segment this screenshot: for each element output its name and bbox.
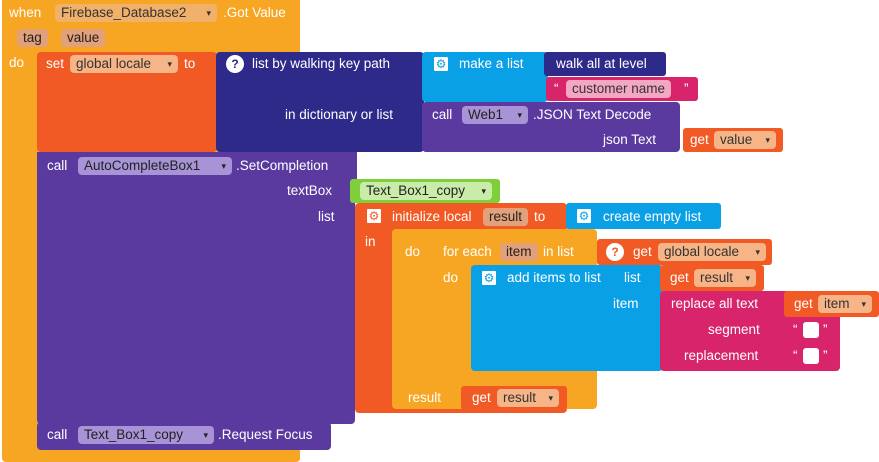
textbox-component-dropdown[interactable]: Text_Box1_copy ▾	[360, 182, 492, 200]
when-label: when	[9, 5, 42, 20]
list-label: list	[318, 209, 335, 224]
chevron-down-icon: ▾	[203, 430, 208, 440]
get-label: get	[633, 244, 652, 259]
for-each-item-param[interactable]: item	[500, 243, 538, 261]
in-list-label: in list	[543, 244, 574, 259]
quote-open-icon: “	[554, 81, 559, 96]
chevron-down-icon: ▾	[481, 186, 486, 196]
get-label: get	[670, 270, 689, 285]
set-completion-method: .SetCompletion	[236, 158, 329, 173]
event-name-label: .Got Value	[223, 5, 286, 20]
request-focus-method: .Request Focus	[218, 427, 313, 442]
quote-close-icon: ”	[823, 348, 828, 363]
quote-close-icon: ”	[823, 322, 828, 337]
help-icon[interactable]: ?	[606, 243, 624, 261]
get-value-dropdown[interactable]: value ▾	[714, 131, 776, 149]
walk-all-label: walk all at level	[556, 56, 647, 71]
chevron-down-icon: ▾	[517, 110, 522, 120]
add-items-list-label: list	[624, 270, 641, 285]
make-list-label: make a list	[459, 56, 524, 71]
init-to-label: to	[534, 209, 546, 224]
web-component-dropdown[interactable]: Web1 ▾	[462, 106, 528, 124]
get-label: get	[794, 296, 813, 311]
json-decode-method: .JSON Text Decode	[533, 107, 652, 122]
event-component-label: Firebase_Database2	[61, 5, 187, 20]
quote-close-icon: ”	[684, 81, 689, 96]
json-text-label: json Text	[603, 132, 657, 147]
call-label: call	[47, 427, 68, 442]
add-items-label: add items to list	[507, 270, 601, 285]
init-local-label: initialize local	[392, 209, 472, 224]
walk-key-path-label: list by walking key path	[252, 56, 391, 71]
chevron-down-icon: ▾	[221, 161, 226, 171]
web-component-name: Web1	[468, 107, 504, 122]
gear-icon[interactable]	[480, 269, 498, 287]
to-label: to	[184, 56, 196, 71]
event-component-dropdown[interactable]: Firebase_Database2 ▾	[55, 4, 217, 22]
get-result-return-name: result	[503, 390, 537, 405]
get-result-return-dropdown[interactable]: result ▾	[497, 389, 559, 407]
request-focus-component-name: Text_Box1_copy	[84, 427, 184, 442]
request-focus-component-dropdown[interactable]: Text_Box1_copy ▾	[78, 426, 214, 444]
chevron-down-icon: ▾	[745, 273, 750, 283]
set-variable-name: global locale	[76, 56, 152, 71]
gear-icon[interactable]	[365, 207, 383, 225]
help-icon[interactable]: ?	[226, 55, 244, 73]
replacement-text-field[interactable]	[803, 348, 819, 364]
add-items-block[interactable]	[471, 265, 663, 371]
do-result-result-label: result	[408, 390, 442, 405]
do-result-do-label: do	[405, 244, 421, 259]
customer-name-field[interactable]: customer name	[566, 80, 672, 98]
textbox-component-name: Text_Box1_copy	[366, 183, 466, 198]
autocomplete-component-dropdown[interactable]: AutoCompleteBox1 ▾	[78, 157, 232, 175]
get-label: get	[690, 132, 709, 147]
get-label: get	[472, 390, 491, 405]
replace-all-text-label: replace all text	[671, 296, 759, 311]
for-each-label: for each	[443, 244, 492, 259]
customer-name-value: customer name	[572, 81, 666, 96]
quote-open-icon: “	[793, 322, 798, 337]
segment-label: segment	[708, 322, 760, 337]
do-label: do	[9, 55, 25, 70]
chevron-down-icon: ▾	[206, 8, 211, 18]
in-dictionary-label: in dictionary or list	[285, 107, 394, 122]
param-tag[interactable]: tag	[17, 29, 48, 47]
get-item-dropdown[interactable]: item ▾	[818, 295, 872, 313]
set-variable-dropdown[interactable]: global locale ▾	[70, 55, 178, 73]
chevron-down-icon: ▾	[861, 299, 866, 309]
quote-open-icon: “	[793, 348, 798, 363]
chevron-down-icon: ▾	[548, 393, 553, 403]
get-global-locale-name: global locale	[664, 244, 740, 259]
get-result-list-name: result	[700, 270, 734, 285]
walk-key-path-block[interactable]	[216, 52, 424, 152]
add-items-item-label: item	[613, 296, 639, 311]
replacement-label: replacement	[684, 348, 759, 363]
chevron-down-icon: ▾	[167, 59, 172, 69]
walk-all-block[interactable]	[544, 52, 666, 76]
get-item-name: item	[824, 296, 850, 311]
get-result-list-dropdown[interactable]: result ▾	[694, 269, 756, 287]
gear-icon[interactable]	[432, 55, 450, 73]
chevron-down-icon: ▾	[755, 247, 760, 257]
get-value-name: value	[720, 132, 753, 147]
autocomplete-component-name: AutoCompleteBox1	[84, 158, 201, 173]
segment-text-field[interactable]	[803, 322, 819, 338]
local-result-param[interactable]: result	[483, 208, 529, 226]
in-label: in	[365, 234, 376, 249]
get-global-locale-dropdown[interactable]: global locale ▾	[658, 243, 766, 261]
textbox-label: textBox	[287, 183, 333, 198]
call-label: call	[47, 158, 68, 173]
set-label: set	[46, 56, 65, 71]
call-label: call	[432, 107, 453, 122]
chevron-down-icon: ▾	[765, 135, 770, 145]
for-each-do-label: do	[443, 270, 459, 285]
gear-icon[interactable]	[575, 207, 593, 225]
create-empty-list-label: create empty list	[603, 209, 702, 224]
param-value[interactable]: value	[61, 29, 106, 47]
